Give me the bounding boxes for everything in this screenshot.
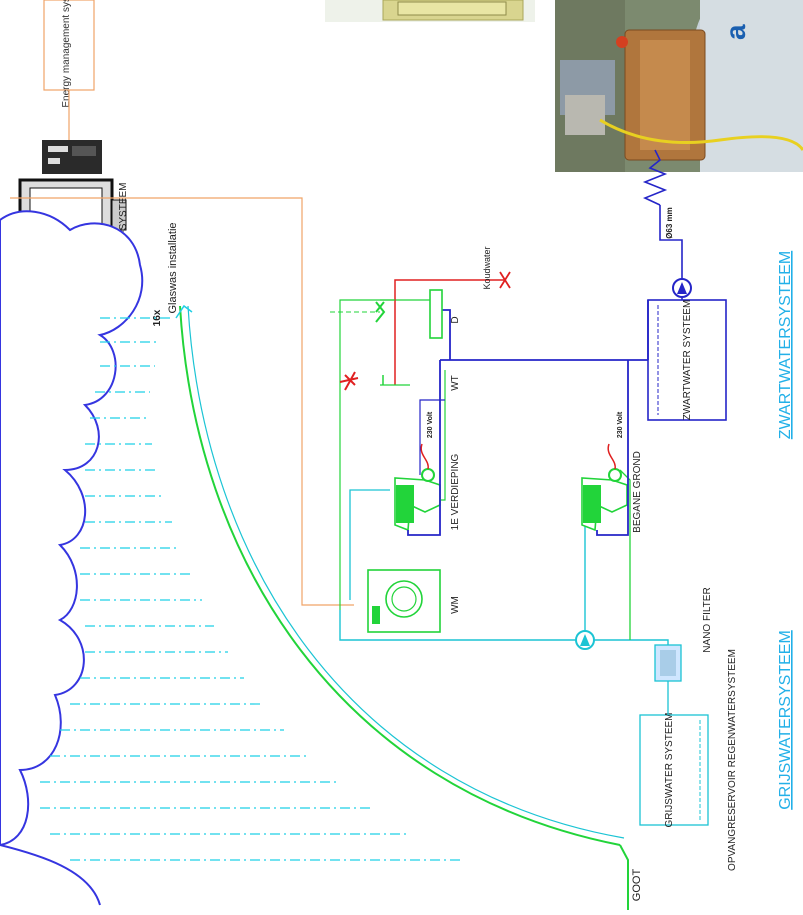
energy-management-label: Energy management system bbox=[61, 0, 72, 108]
volt-1-label: 230 Volt bbox=[427, 411, 434, 438]
rain-cloud bbox=[0, 211, 142, 845]
pipe-size-label: Ø63 mm bbox=[665, 207, 674, 239]
zwartwater-tank: ZWARTWATER SYSTEEM bbox=[648, 300, 726, 421]
washing-machine: WM bbox=[368, 570, 461, 632]
nano-filter-label: NANO FILTER bbox=[702, 587, 713, 652]
grijswater-pump bbox=[576, 631, 594, 649]
koudwater-label: Koudwater bbox=[482, 246, 492, 289]
toilet-begane-grond: 230 Volt BEGANE GROND bbox=[582, 411, 643, 533]
zwartwater-pump bbox=[673, 279, 691, 297]
installation-photo-small bbox=[325, 0, 535, 22]
glaswas-label: Glaswas installatie bbox=[167, 222, 179, 313]
wt-label: WT bbox=[450, 375, 461, 391]
zwartwater-box-label: ZWARTWATER SYSTEEM bbox=[682, 300, 693, 421]
d-fixture bbox=[430, 290, 442, 338]
d-label: D bbox=[450, 316, 461, 323]
eerste-verdieping-label: 1E VERDIEPING bbox=[450, 453, 461, 530]
volt-2-label: 230 Volt bbox=[617, 411, 624, 438]
water-tank-photo: a bbox=[555, 0, 803, 172]
svg-text:a: a bbox=[720, 24, 751, 40]
opvangreservoir-label: OPVANGRESERVOIR REGENWATERSYSTEEM bbox=[727, 649, 738, 871]
nano-filter: NANO FILTER bbox=[655, 587, 713, 681]
koudwater-line: Koudwater bbox=[330, 246, 510, 390]
toilet-1e-verdieping: 230 Volt 1E VERDIEPING bbox=[395, 411, 461, 530]
begane-grond-label: BEGANE GROND bbox=[632, 451, 643, 533]
grijswater-tank: GRIJSWATER SYSTEEM bbox=[640, 712, 708, 827]
zwartwatersysteem-title: ZWARTWATERSYSTEEM bbox=[777, 251, 794, 439]
wm-label: WM bbox=[450, 596, 461, 614]
grijswater-box-label: GRIJSWATER SYSTEEM bbox=[664, 712, 675, 827]
grijswatersysteem-title: GRIJSWATERSYSTEEM bbox=[777, 630, 794, 810]
goot-label: GOOT bbox=[631, 869, 643, 902]
